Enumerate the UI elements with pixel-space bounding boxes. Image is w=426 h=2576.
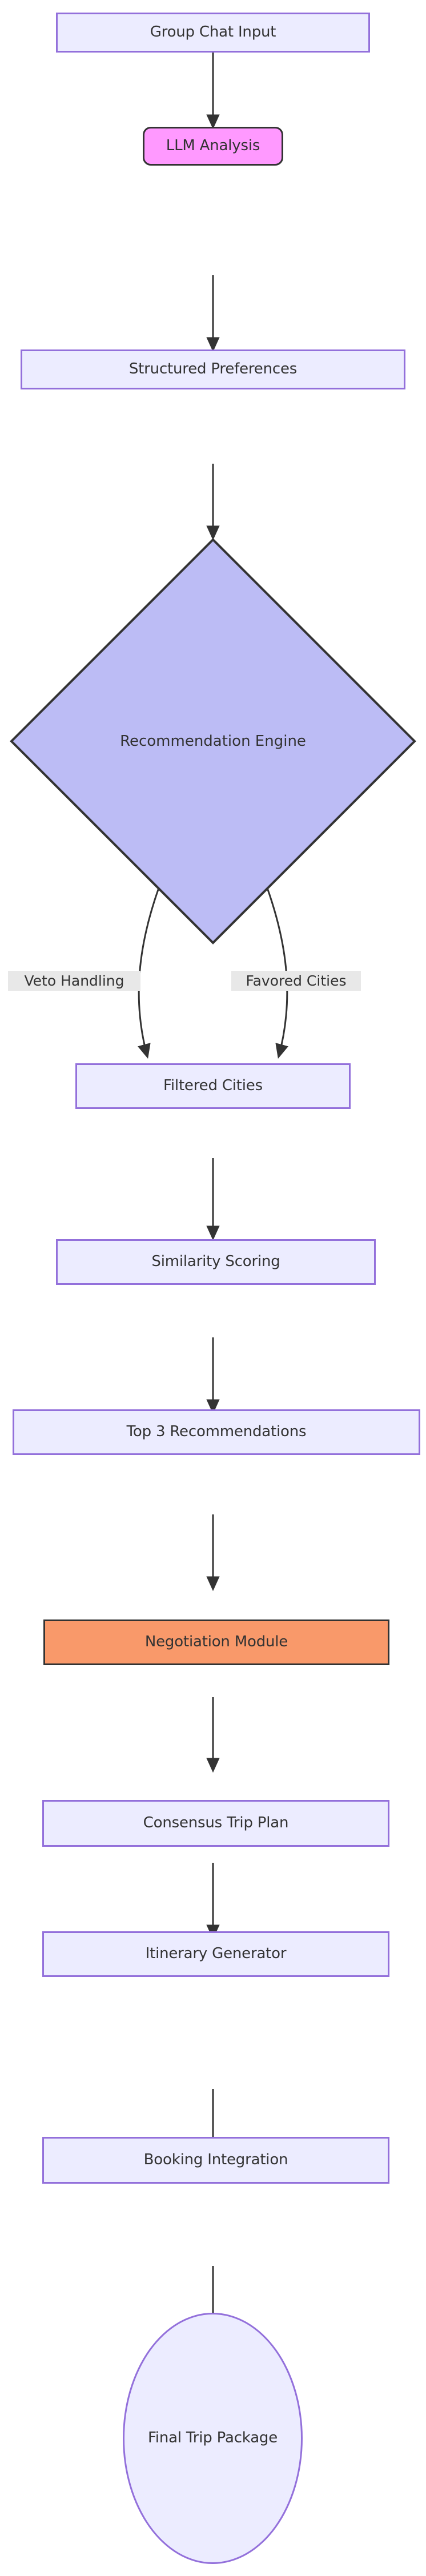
node-label: Consensus Trip Plan — [143, 1814, 289, 1832]
node-negotiation-module[interactable]: Negotiation Module — [43, 1619, 389, 1665]
node-label: Recommendation Engine — [120, 733, 306, 750]
node-label: Top 3 Recommendations — [126, 1423, 307, 1441]
node-structured-preferences[interactable]: Structured Preferences — [21, 349, 405, 389]
node-consensus-trip-plan[interactable]: Consensus Trip Plan — [42, 1800, 389, 1847]
node-llm-analysis[interactable]: LLM Analysis — [143, 127, 283, 166]
node-recommendation-engine[interactable]: Recommendation Engine — [10, 538, 416, 945]
node-label: Group Chat Input — [150, 23, 276, 41]
edge-label-favored-cities: Favored Cities — [231, 971, 361, 991]
node-label: Similarity Scoring — [151, 1253, 280, 1271]
node-label: Itinerary Generator — [145, 1945, 287, 1963]
diamond-shape — [10, 538, 416, 945]
node-label: Final Trip Package — [147, 2429, 278, 2447]
node-filtered-cities[interactable]: Filtered Cities — [75, 1063, 351, 1109]
node-label: Structured Preferences — [128, 360, 298, 378]
node-booking-integration[interactable]: Booking Integration — [42, 2137, 389, 2184]
node-top-3-recommendations[interactable]: Top 3 Recommendations — [13, 1409, 420, 1455]
node-label: Booking Integration — [143, 2151, 288, 2169]
edge-label-veto-handling: Veto Handling — [8, 971, 140, 991]
edge-label-text: Favored Cities — [246, 972, 347, 989]
node-group-chat-input[interactable]: Group Chat Input — [56, 13, 370, 53]
node-label: Filtered Cities — [163, 1077, 263, 1095]
node-label: Negotiation Module — [144, 1633, 288, 1651]
node-label: LLM Analysis — [166, 137, 260, 155]
node-final-trip-package[interactable]: Final Trip Package — [123, 2313, 303, 2564]
edge-label-text: Veto Handling — [24, 972, 124, 989]
node-similarity-scoring[interactable]: Similarity Scoring — [56, 1239, 376, 1285]
node-itinerary-generator[interactable]: Itinerary Generator — [42, 1931, 389, 1977]
